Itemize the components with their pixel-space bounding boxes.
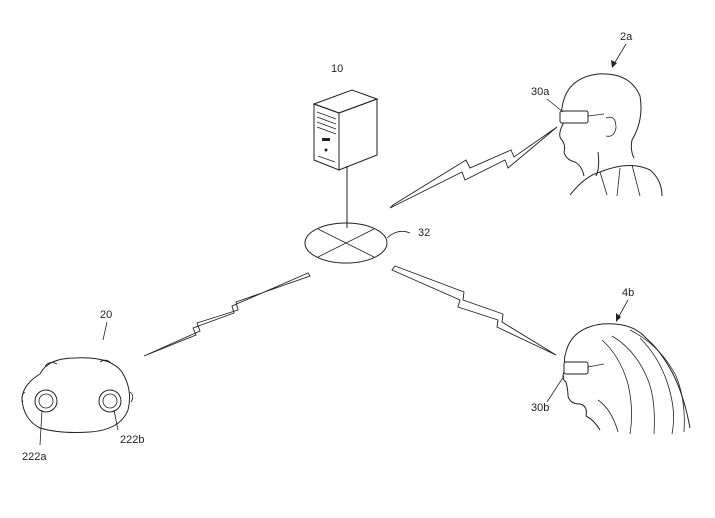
user-b-figure (563, 324, 690, 434)
button-b (99, 390, 121, 412)
controller-label: 20 (100, 309, 112, 321)
controller (22, 358, 133, 445)
wireless-link-user-a (390, 127, 557, 208)
server-tower (314, 90, 377, 228)
server-label: 10 (331, 63, 343, 75)
button-a (35, 390, 57, 412)
hmd-a-label: 30a (531, 86, 550, 98)
network-hub (305, 223, 410, 263)
user-a-label: 2a (620, 31, 633, 43)
hub-label: 32 (418, 227, 430, 239)
button-b-label: 222b (120, 434, 144, 446)
user-a-figure (560, 74, 662, 196)
wireless-link-user-b (392, 266, 556, 355)
hmd-b (564, 362, 604, 374)
hmd-b-label: 30b (531, 402, 549, 414)
user-b-label: 4b (622, 287, 634, 299)
hmd-a (560, 111, 604, 123)
wireless-link-controller (144, 273, 310, 356)
button-a-label: 222a (22, 451, 47, 463)
